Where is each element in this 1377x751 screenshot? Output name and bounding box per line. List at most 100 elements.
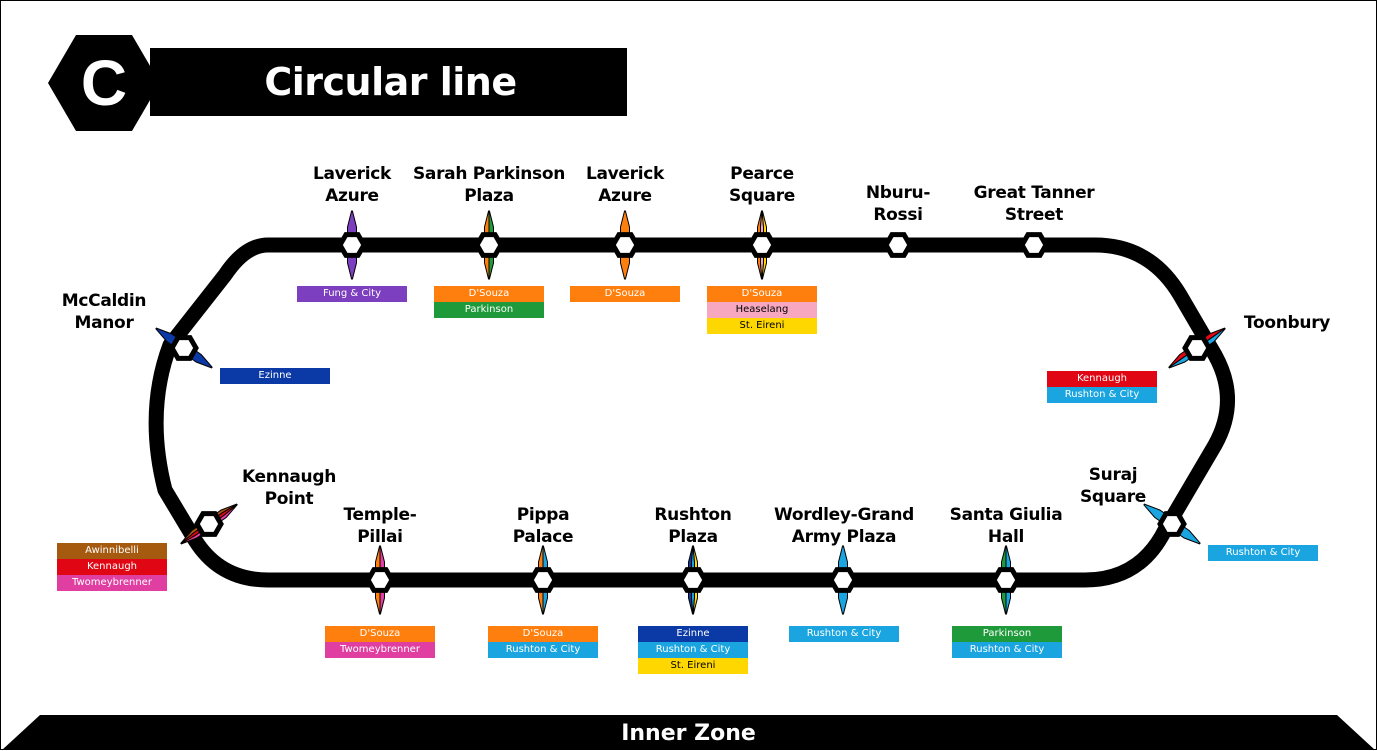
station-name-line: Plaza bbox=[464, 186, 514, 206]
line-logo-letter: C bbox=[81, 47, 127, 119]
station-name-line: Rushton bbox=[654, 505, 732, 525]
station-marker-toonbury[interactable] bbox=[1182, 335, 1212, 361]
transfer-line-tag: D'Souza bbox=[488, 626, 598, 642]
station-name-suraj-square: Suraj Square bbox=[1013, 464, 1213, 508]
transfer-line-tag: St. Eireni bbox=[638, 658, 748, 674]
transfer-line-tag: Kennaugh bbox=[1047, 371, 1157, 387]
transfer-line-tag: Parkinson bbox=[434, 302, 544, 318]
station-marker-sarah-parkinson-plaza[interactable] bbox=[474, 232, 504, 258]
transfer-line-tag: Kennaugh bbox=[57, 559, 167, 575]
station-name-line: Pippa bbox=[516, 505, 570, 525]
station-name-sarah-parkinson-plaza: Sarah Parkinson Plaza bbox=[389, 163, 589, 207]
transfer-line-tag: Parkinson bbox=[952, 626, 1062, 642]
station-name-pearce-square: Pearce Square bbox=[662, 163, 862, 207]
transfer-line-tag: St. Eireni bbox=[707, 318, 817, 334]
station-marker-pippa-palace[interactable] bbox=[528, 567, 558, 593]
station-name-line: Laverick bbox=[312, 164, 392, 184]
transfer-tags-laverick-azure-1: Fung & City bbox=[297, 286, 407, 302]
station-name-line: Kennaugh bbox=[241, 467, 337, 487]
station-name-line: Pillai bbox=[357, 527, 403, 547]
station-name-mccaldin-manor: McCaldin Manor bbox=[4, 290, 204, 334]
station-name-pippa-palace: Pippa Palace bbox=[443, 504, 643, 548]
transfer-line-tag: Rushton & City bbox=[488, 642, 598, 658]
station-marker-pearce-square[interactable] bbox=[747, 232, 777, 258]
station-name-temple-pillai: Temple- Pillai bbox=[280, 504, 480, 548]
station-marker-mccaldin-manor[interactable] bbox=[169, 335, 199, 361]
circular-line-map bbox=[148, 210, 1235, 615]
station-name-great-tanner-street: Great Tanner Street bbox=[934, 182, 1134, 226]
station-name-santa-giulia-hall: Santa Giulia Hall bbox=[906, 504, 1106, 548]
station-name-line: Square bbox=[1079, 487, 1147, 507]
transfer-tags-laverick-azure-2: D'Souza bbox=[570, 286, 680, 302]
station-marker-rushton-plaza[interactable] bbox=[678, 567, 708, 593]
station-marker-laverick-azure-2[interactable] bbox=[610, 232, 640, 258]
station-name-line: Toonbury bbox=[1243, 313, 1331, 333]
transfer-tags-mccaldin-manor: Ezinne bbox=[220, 368, 330, 384]
station-name-line: Army Plaza bbox=[791, 527, 897, 547]
station-name-wordley-grand-army-plaza: Wordley-Grand Army Plaza bbox=[744, 504, 944, 548]
station-name-line: Square bbox=[728, 186, 796, 206]
station-name-kennaugh-point: Kennaugh Point bbox=[189, 466, 389, 510]
station-name-line: Azure bbox=[325, 186, 379, 206]
station-name-laverick-azure-1: Laverick Azure bbox=[252, 163, 452, 207]
station-marker-kennaugh-point[interactable] bbox=[194, 511, 224, 537]
transfer-line-tag: Twomeybrenner bbox=[325, 642, 435, 658]
transfer-line-tag: Heaselang bbox=[707, 302, 817, 318]
station-name-line: Laverick bbox=[585, 164, 665, 184]
station-name-nburu-rossi: Nburu- Rossi bbox=[798, 182, 998, 226]
station-name-line: Hall bbox=[987, 527, 1025, 547]
transfer-line-tag: Ezinne bbox=[638, 626, 748, 642]
station-marker-suraj-square[interactable] bbox=[1157, 511, 1187, 537]
transfer-tags-suraj-square: Rushton & City bbox=[1208, 545, 1318, 561]
station-name-line: Sarah Parkinson bbox=[412, 164, 566, 184]
station-name-line: Plaza bbox=[668, 527, 718, 547]
transfer-line-tag: Rushton & City bbox=[638, 642, 748, 658]
station-marker-wordley-grand-army-plaza[interactable] bbox=[828, 567, 858, 593]
zone-label: Inner Zone bbox=[621, 721, 756, 746]
station-name-line: McCaldin bbox=[61, 291, 147, 311]
station-marker-nburu-rossi[interactable] bbox=[883, 232, 913, 258]
station-name-rushton-plaza: Rushton Plaza bbox=[593, 504, 793, 548]
transfer-line-tag: Rushton & City bbox=[789, 626, 899, 642]
station-name-line: Temple- bbox=[343, 505, 417, 525]
station-name-line: Street bbox=[1004, 205, 1064, 225]
station-marker-temple-pillai[interactable] bbox=[365, 567, 395, 593]
transfer-line-tag: Ezinne bbox=[220, 368, 330, 384]
transfer-line-tag: D'Souza bbox=[325, 626, 435, 642]
station-name-line: Manor bbox=[74, 313, 134, 333]
transfer-line-tag: Rushton & City bbox=[1047, 387, 1157, 403]
station-marker-santa-giulia-hall[interactable] bbox=[991, 567, 1021, 593]
transfer-line-tag: Twomeybrenner bbox=[57, 575, 167, 591]
transfer-line-tag: Rushton & City bbox=[952, 642, 1062, 658]
page-title: Circular line bbox=[264, 60, 517, 104]
station-name-line: Great Tanner bbox=[973, 183, 1095, 203]
transfer-line-tag: Fung & City bbox=[297, 286, 407, 302]
transfer-line-tag: Awinnibelli bbox=[57, 543, 167, 559]
transfer-line-tag: Rushton & City bbox=[1208, 545, 1318, 561]
transfer-tags-wordley-grand-army-plaza: Rushton & City bbox=[789, 626, 899, 642]
station-name-line: Azure bbox=[598, 186, 652, 206]
station-marker-laverick-azure-1[interactable] bbox=[337, 232, 367, 258]
station-name-line: Santa Giulia bbox=[949, 505, 1063, 525]
title-bar: Circular line bbox=[154, 48, 627, 116]
station-name-line: Suraj bbox=[1088, 465, 1138, 485]
zone-banner bbox=[2, 715, 1375, 750]
station-name-line: Rossi bbox=[873, 205, 923, 225]
circular-line-track bbox=[148, 237, 1235, 588]
station-name-line: Palace bbox=[512, 527, 574, 547]
transfer-line-tag: D'Souza bbox=[434, 286, 544, 302]
station-name-line: Nburu- bbox=[865, 183, 931, 203]
station-name-toonbury: Toonbury bbox=[1187, 312, 1377, 334]
station-marker-great-tanner-street[interactable] bbox=[1019, 232, 1049, 258]
line-logo-hexagon: C bbox=[48, 35, 160, 131]
station-name-line: Point bbox=[264, 489, 314, 509]
transfer-line-tag: D'Souza bbox=[707, 286, 817, 302]
transfer-line-tag: D'Souza bbox=[570, 286, 680, 302]
